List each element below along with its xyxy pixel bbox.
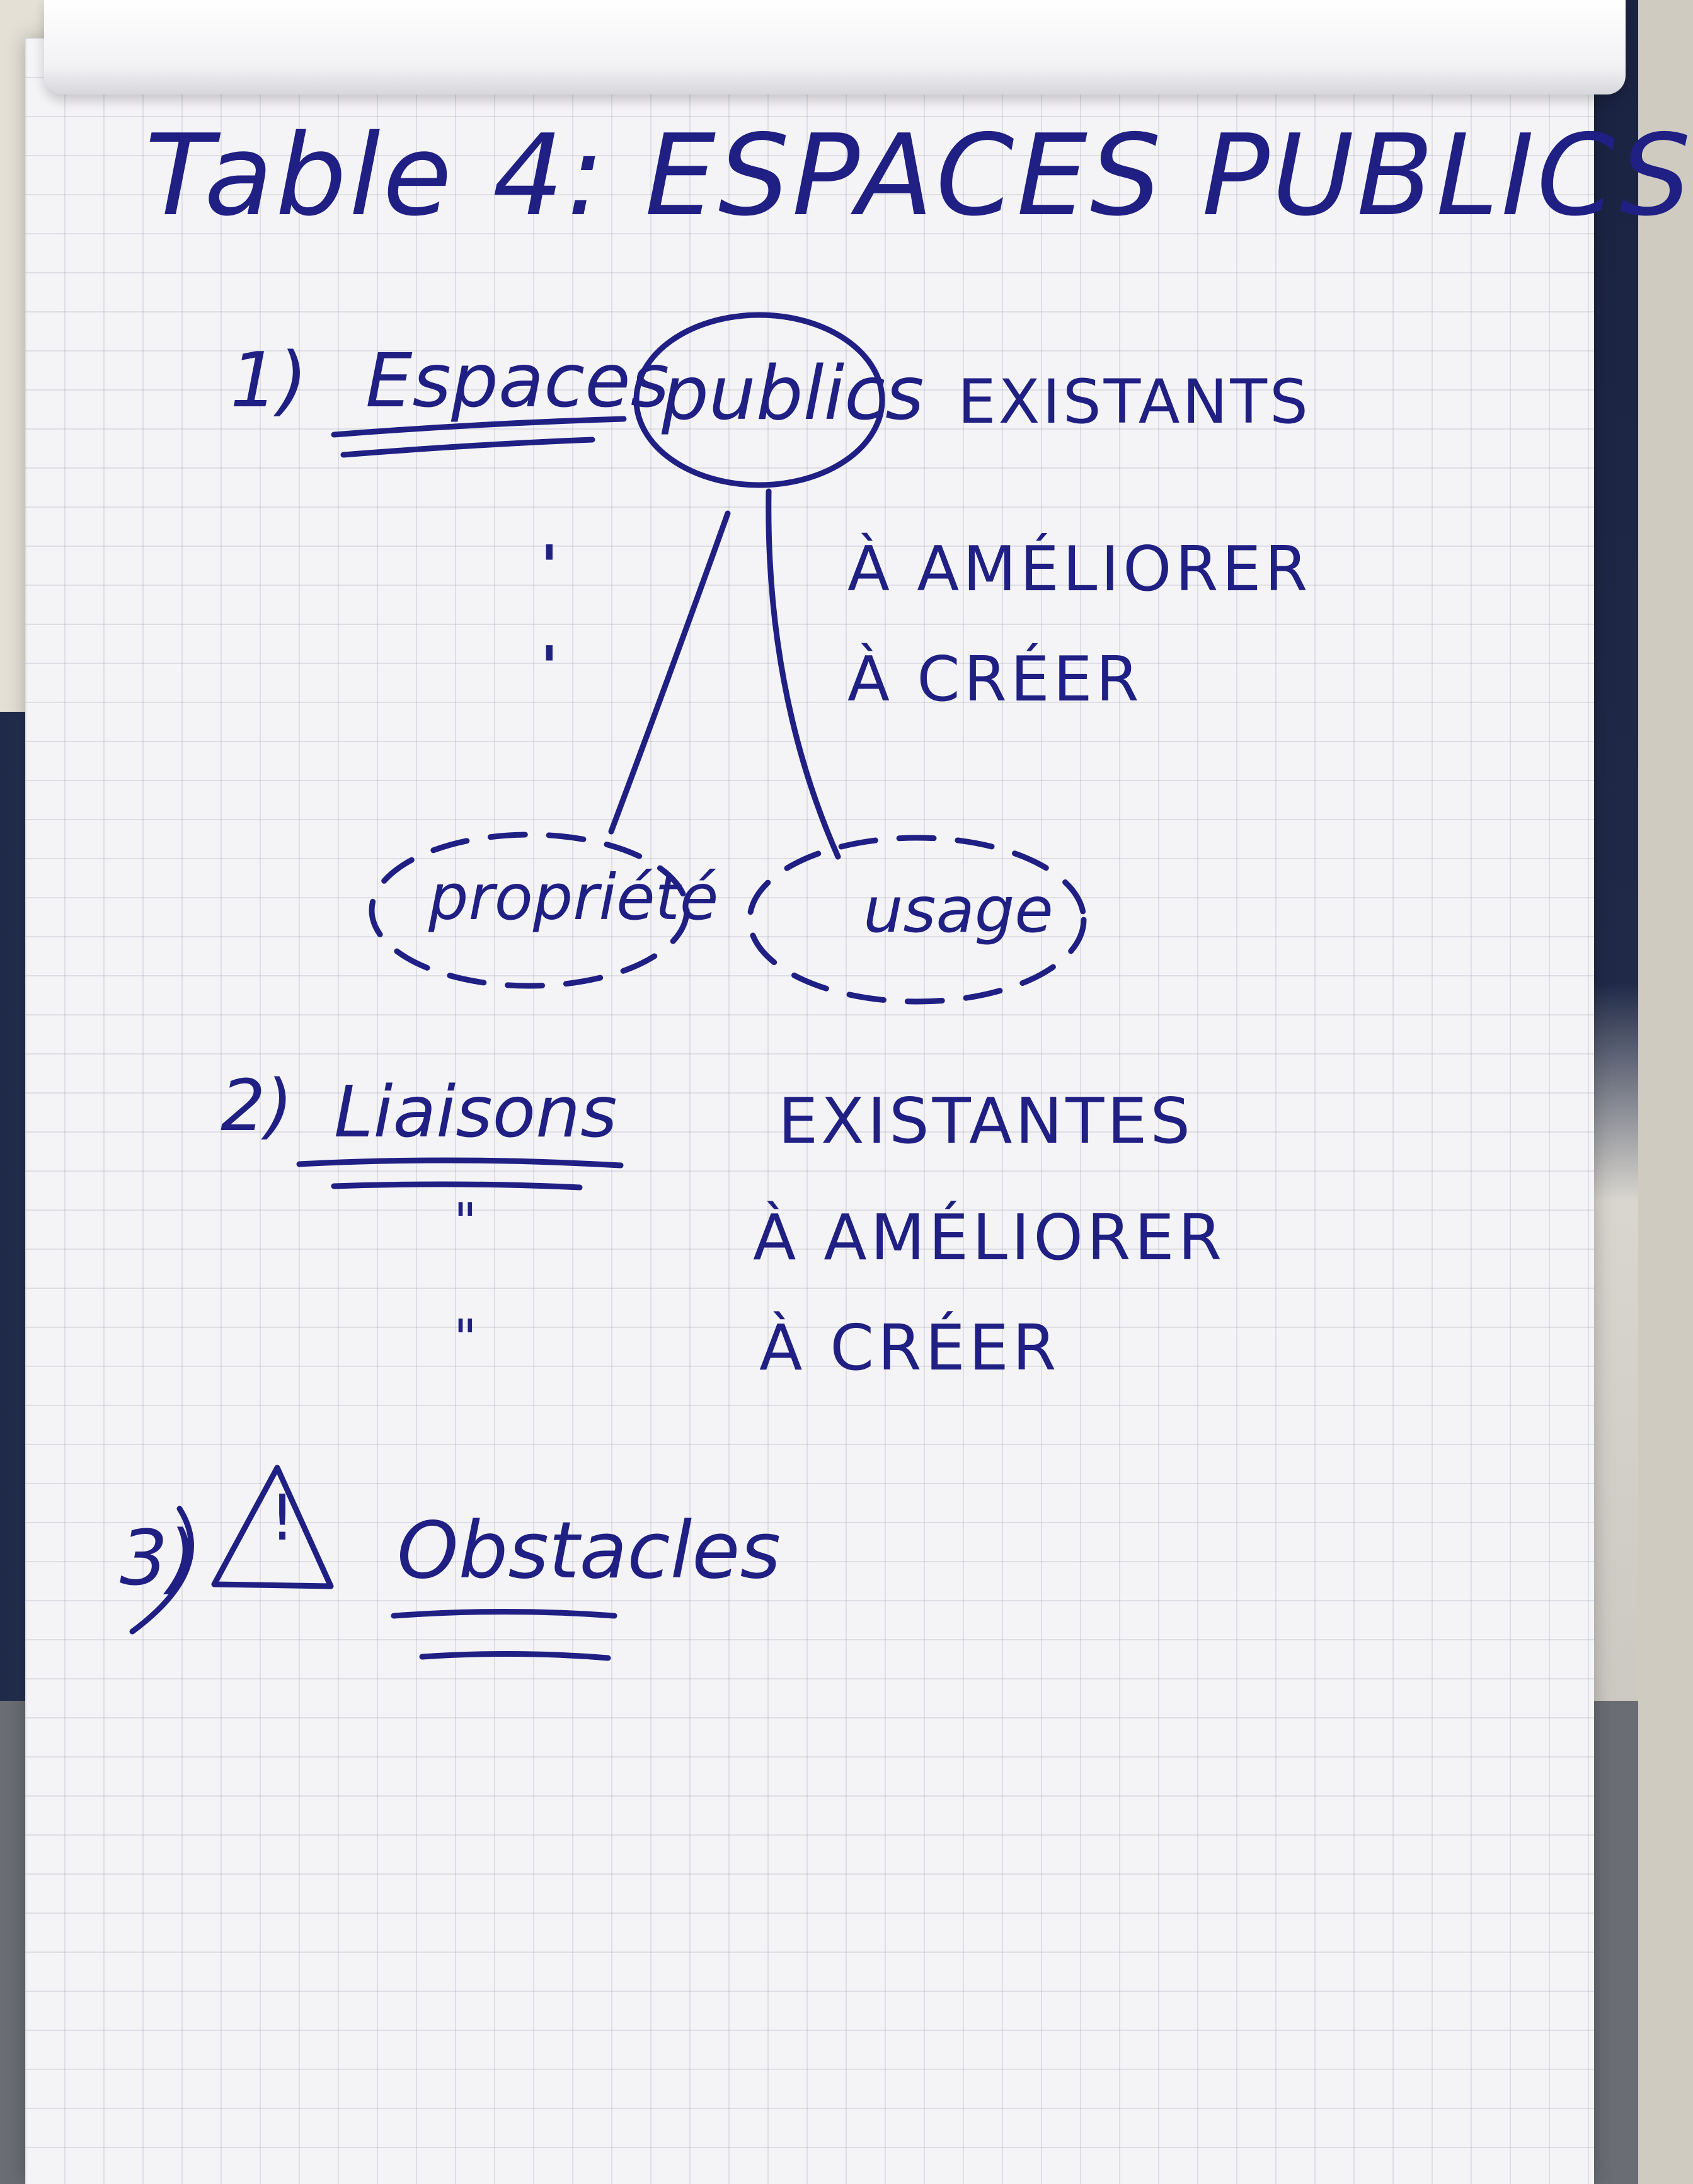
section1-create: À CRÉER (847, 644, 1143, 716)
section1-existing: EXISTANTS (958, 367, 1311, 437)
circle-publics (633, 312, 885, 488)
section1-improve: À AMÉLIORER (847, 534, 1312, 605)
underline-liaisons-1 (296, 1157, 624, 1169)
section2-create: À CRÉER (759, 1311, 1060, 1385)
underline-espaces-2 (340, 437, 595, 458)
branch-usage: usage (863, 873, 1053, 947)
section1-number: 1) (230, 337, 308, 425)
section1-ditto-1: ' (541, 534, 558, 600)
warning-icon (211, 1465, 334, 1589)
tree-line-right (766, 488, 841, 860)
flipchart-top-roll (44, 0, 1626, 94)
circle-propriete (369, 832, 690, 989)
section1-ditto-2: ' (541, 634, 558, 700)
bracket-three (129, 1506, 194, 1635)
underline-espaces-1 (331, 416, 627, 438)
underline-obstacles-1 (391, 1609, 617, 1619)
section2-number: 2) (221, 1065, 293, 1147)
circle-usage (747, 835, 1087, 1005)
section2-ditto-2: " (454, 1309, 477, 1368)
tree-line-left (608, 510, 731, 835)
section2-ditto-1: " (454, 1192, 477, 1251)
ink-strokes (129, 312, 1087, 1661)
underline-obstacles-2 (419, 1650, 611, 1661)
section2-existing: EXISTANTES (778, 1084, 1193, 1158)
flipchart-sheet (25, 38, 1594, 2184)
section3-term-obstacles: Obstacles (397, 1506, 781, 1596)
section3-number: 3) (120, 1515, 198, 1603)
section2-term-liaisons: Liaisons (334, 1072, 617, 1153)
section2-improve: À AMÉLIORER (753, 1201, 1226, 1274)
sheet-title: Table 4: ESPACES PUBLICS (145, 110, 1693, 241)
section1-term-espaces: Espaces (365, 337, 670, 424)
underline-liaisons-2 (331, 1181, 583, 1191)
